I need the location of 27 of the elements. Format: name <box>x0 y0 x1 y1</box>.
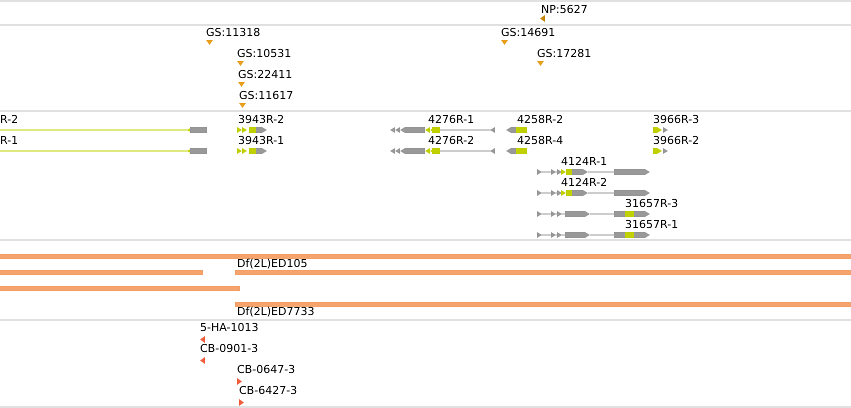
feature-label: Df(2L)ED105 <box>237 257 308 270</box>
feature-label: 4124R-1 <box>561 155 608 168</box>
feature-label: R-2 <box>0 113 18 126</box>
feature-label: 3966R-2 <box>653 134 700 147</box>
feature-label: Df(2L)ED7733 <box>237 305 314 318</box>
feature-label: 31657R-3 <box>625 197 678 210</box>
feature-label: 31657R-1 <box>625 218 678 231</box>
feature-label: 4258R-2 <box>517 113 564 126</box>
feature-label: 3943R-2 <box>238 113 284 126</box>
feature-label: GS:14691 <box>501 26 556 39</box>
feature-label: 4124R-2 <box>561 176 608 189</box>
feature-label: CB-6427-3 <box>239 384 298 397</box>
feature-label: 4258R-4 <box>517 134 564 147</box>
feature-label: R-1 <box>0 134 18 147</box>
feature-label: GS:10531 <box>237 47 292 60</box>
feature-label: CB-0647-3 <box>237 363 296 376</box>
feature-label: CB-0901-3 <box>200 342 258 355</box>
feature-label: GS:11318 <box>206 26 260 39</box>
feature-label: GS:22411 <box>238 68 292 81</box>
feature-label: 4276R-2 <box>428 134 474 147</box>
feature-label: 5-HA-1013 <box>200 321 258 334</box>
feature-label: GS:11617 <box>239 89 294 102</box>
feature-label: 4276R-1 <box>428 113 474 126</box>
feature-label: 3943R-1 <box>238 134 284 147</box>
feature-label: GS:17281 <box>537 47 592 60</box>
feature-label: NP:5627 <box>541 3 588 16</box>
feature-label: 3966R-3 <box>653 113 700 126</box>
